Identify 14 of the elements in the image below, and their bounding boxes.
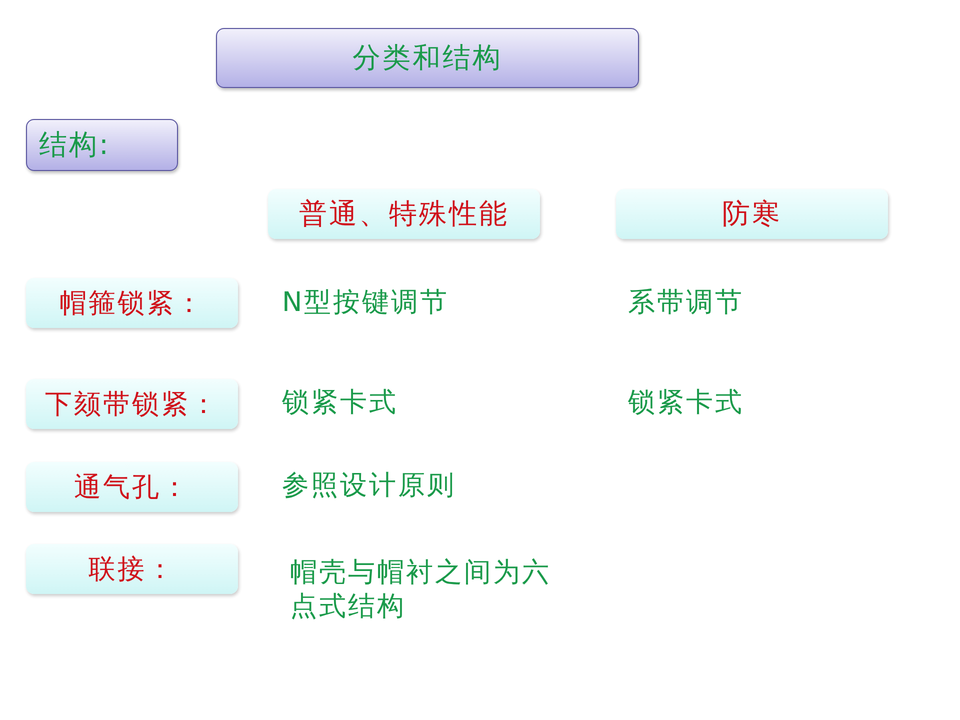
- cell-text: 锁紧卡式: [628, 386, 745, 420]
- row-header-box: 下颏带锁紧：: [26, 379, 238, 429]
- title-box: 分类和结构: [216, 28, 639, 88]
- row-header-box: 联接：: [26, 544, 238, 594]
- cell-text: 帽壳与帽衬之间为六点式结构: [290, 556, 552, 624]
- column-header-box: 普通、特殊性能: [268, 189, 540, 239]
- cell-text: 参照设计原则: [282, 469, 457, 503]
- row-header-box: 通气孔：: [26, 462, 238, 512]
- cell-text: N型按键调节: [282, 286, 450, 320]
- column-header-box: 防寒: [616, 189, 888, 239]
- section-box: 结构:: [26, 119, 178, 171]
- cell-text: 锁紧卡式: [282, 386, 399, 420]
- row-header-box: 帽箍锁紧：: [26, 278, 238, 328]
- cell-text: 系带调节: [628, 286, 745, 320]
